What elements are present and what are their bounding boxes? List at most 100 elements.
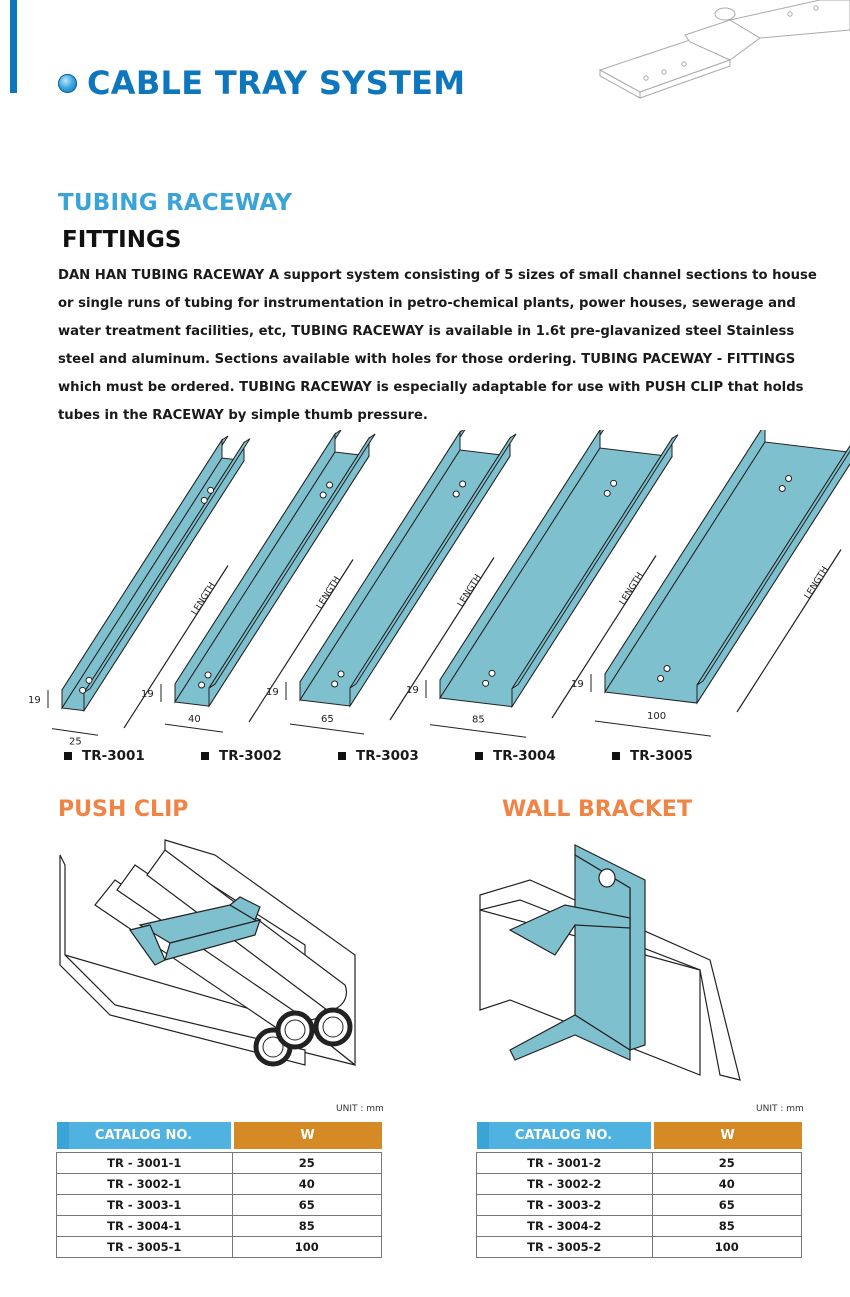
- length-label: LENGTH: [456, 573, 484, 609]
- raceway-diagrams: 1925LENGTH1940LENGTH1965LENGTH1985LENGTH…: [28, 430, 850, 748]
- width-dimension-line: [594, 720, 712, 737]
- page-title: CABLE TRAY SYSTEM: [87, 64, 466, 102]
- channel-lip: [511, 434, 679, 690]
- width-dimension-line: [164, 723, 224, 733]
- width-dimension-line: [51, 728, 99, 736]
- catalog-cell: TR - 3003-2: [476, 1194, 653, 1216]
- width-dimension-label: 65: [321, 714, 334, 725]
- section-description: DAN HAN TUBING RACEWAY A support system …: [58, 268, 817, 423]
- length-arrow: [551, 555, 657, 719]
- raceway-label: TR-3003: [338, 748, 419, 764]
- length-label: LENGTH: [315, 575, 343, 611]
- channel-lip: [349, 433, 517, 689]
- width-cell: 25: [651, 1152, 802, 1174]
- wall-bracket-illustration: [479, 844, 741, 1081]
- unit-label: UNIT : mm: [336, 1104, 384, 1114]
- height-dimension-label: 19: [571, 679, 584, 690]
- raceway-label: TR-3002: [201, 748, 282, 764]
- mounting-hole-icon: [198, 681, 206, 689]
- push-clip-heading: PUSH CLIP: [58, 797, 189, 822]
- catalog-cell: TR - 3005-1: [56, 1236, 233, 1258]
- mounting-hole-icon: [79, 686, 87, 694]
- section-heading: TUBING RACEWAY: [58, 190, 293, 216]
- mounting-hole-icon: [337, 670, 345, 678]
- length-arrow: [123, 565, 229, 729]
- hinge-illustration: [598, 0, 850, 99]
- channel-lip: [83, 438, 251, 694]
- channel-lip: [696, 445, 850, 686]
- mounting-hole-icon: [488, 669, 496, 677]
- width-cell: 85: [231, 1215, 382, 1237]
- width-cell: 85: [651, 1215, 802, 1237]
- length-arrow: [736, 549, 842, 713]
- length-arrow: [389, 557, 495, 721]
- mounting-hole-icon: [482, 679, 490, 687]
- mounting-hole-icon: [603, 489, 611, 497]
- length-label: LENGTH: [618, 571, 646, 607]
- column-header: W: [650, 1122, 802, 1149]
- width-cell: 100: [651, 1236, 802, 1258]
- square-bullet-icon: [201, 752, 209, 760]
- section-subheading: FITTINGS: [62, 227, 182, 253]
- width-dimension-line: [289, 723, 365, 735]
- width-cell: 65: [651, 1194, 802, 1216]
- column-header: W: [230, 1122, 382, 1149]
- width-cell: 25: [231, 1152, 382, 1174]
- length-label: LENGTH: [803, 565, 831, 601]
- length-label: LENGTH: [190, 581, 218, 617]
- width-cell: 65: [231, 1194, 382, 1216]
- mounting-hole-icon: [610, 479, 618, 487]
- channel-back-wall: [174, 432, 336, 704]
- height-dimension-label: 19: [141, 689, 154, 700]
- width-cell: 40: [231, 1173, 382, 1195]
- wall-bracket-heading: WALL BRACKET: [502, 797, 692, 822]
- mounting-hole-icon: [331, 680, 339, 688]
- mounting-hole-icon: [778, 485, 786, 493]
- mounting-hole-icon: [459, 480, 467, 488]
- square-bullet-icon: [64, 752, 72, 760]
- mounting-hole-icon: [319, 491, 327, 499]
- raceway-label: TR-3001: [64, 748, 145, 764]
- width-dimension-line: [429, 724, 527, 738]
- raceway-label: TR-3004: [475, 748, 556, 764]
- width-dimension-label: 40: [188, 714, 201, 725]
- width-dimension-label: 85: [472, 715, 485, 726]
- catalog-cell: TR - 3004-2: [476, 1215, 653, 1237]
- height-dimension-label: 19: [28, 695, 41, 706]
- width-cell: 40: [651, 1173, 802, 1195]
- mounting-hole-icon: [452, 490, 460, 498]
- table-header-row: CATALOG NO. W: [476, 1122, 802, 1149]
- push-clip-illustration: [59, 839, 356, 1067]
- mounting-hole-icon: [85, 676, 93, 684]
- catalog-cell: TR - 3002-1: [56, 1173, 233, 1195]
- width-cell: 100: [231, 1236, 382, 1258]
- mounting-hole-icon: [207, 486, 215, 494]
- catalog-cell: TR - 3003-1: [56, 1194, 233, 1216]
- raceway-labels: TR-3001 TR-3002 TR-3003 TR-3004 TR-3005: [0, 748, 850, 772]
- width-dimension-label: 100: [647, 711, 666, 722]
- channel-lip: [208, 433, 376, 689]
- square-bullet-icon: [612, 752, 620, 760]
- square-bullet-icon: [475, 752, 483, 760]
- column-header: CATALOG NO.: [476, 1122, 652, 1149]
- mounting-hole-icon: [200, 496, 208, 504]
- bullet-icon: [58, 73, 77, 93]
- channel-floor: [604, 441, 850, 704]
- column-header: CATALOG NO.: [56, 1122, 232, 1149]
- catalog-cell: TR - 3005-2: [476, 1236, 653, 1258]
- catalog-cell: TR - 3002-2: [476, 1173, 653, 1195]
- mounting-hole-icon: [326, 481, 334, 489]
- length-arrow: [248, 559, 354, 723]
- mounting-hole-icon: [785, 475, 793, 483]
- unit-label: UNIT : mm: [756, 1104, 804, 1114]
- height-dimension-label: 19: [406, 685, 419, 696]
